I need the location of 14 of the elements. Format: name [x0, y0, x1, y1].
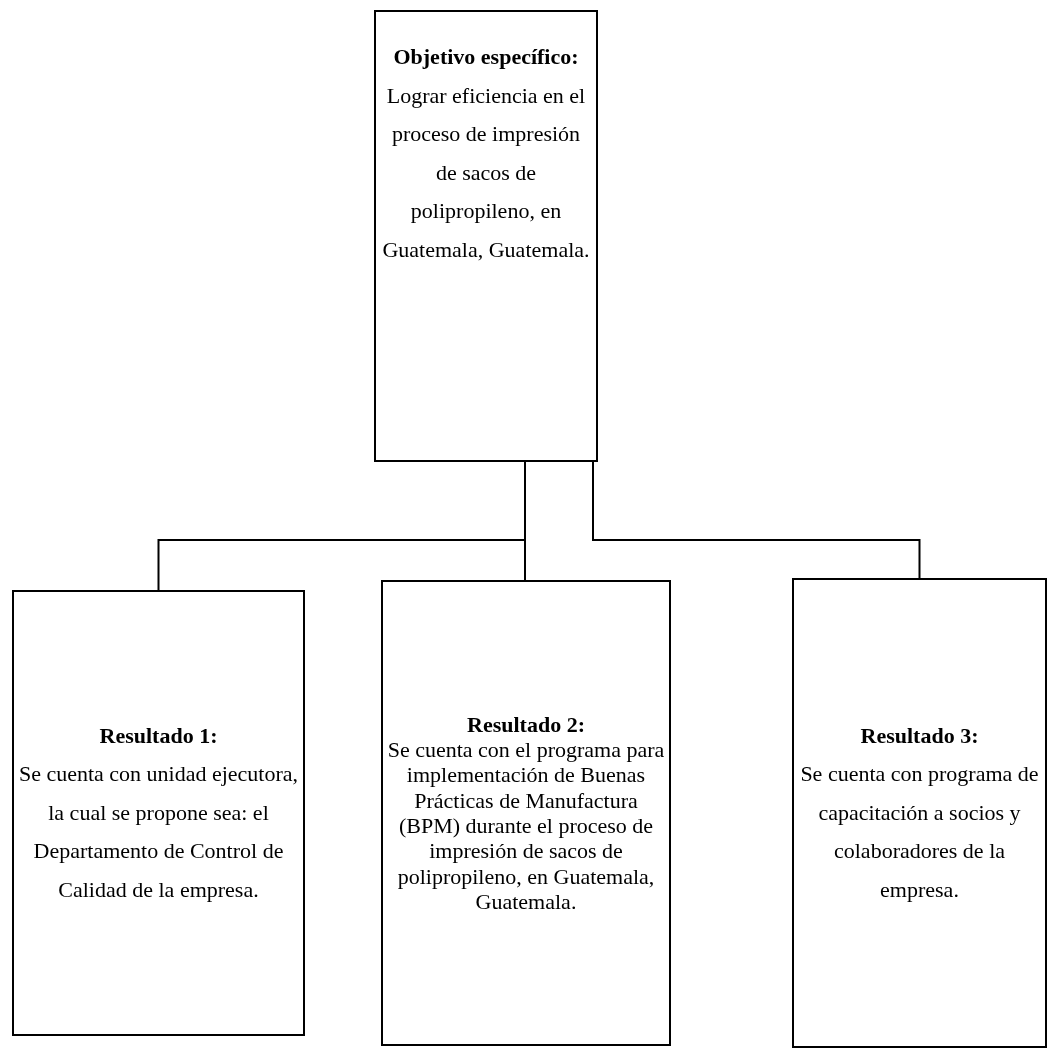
box-text: Se cuenta con programa de capacitación a socios y colaboradores de la empresa.	[799, 760, 1040, 904]
box-heading: Resultado 1:	[99, 721, 218, 750]
text-box	[374, 10, 598, 462]
text-box	[12, 590, 305, 1036]
box-heading: Objetivo específico:	[393, 43, 579, 71]
box-text: Se cuenta con el programa para implementación de Buenas Prácticas de Manufactura (BPM) durante el proceso de impresión de sacos de polipropileno, en Guatemala, Guatemala.	[387, 737, 665, 915]
box-text: Se cuenta con unidad ejecutora, la cual se propone sea: el Departamento de Control de Calidad de la empresa.	[18, 760, 299, 904]
box-text: Lograr eficiencia en el proceso de impresión de sacos de polipropileno, en Guatemala, Guatemala.	[381, 81, 591, 264]
connector-line	[592, 461, 921, 579]
text-box	[792, 578, 1047, 1048]
box-heading: Resultado 3:	[860, 721, 979, 750]
text-box	[381, 580, 671, 1046]
connector-line	[524, 461, 526, 581]
box-heading: Resultado 2:	[467, 711, 585, 738]
